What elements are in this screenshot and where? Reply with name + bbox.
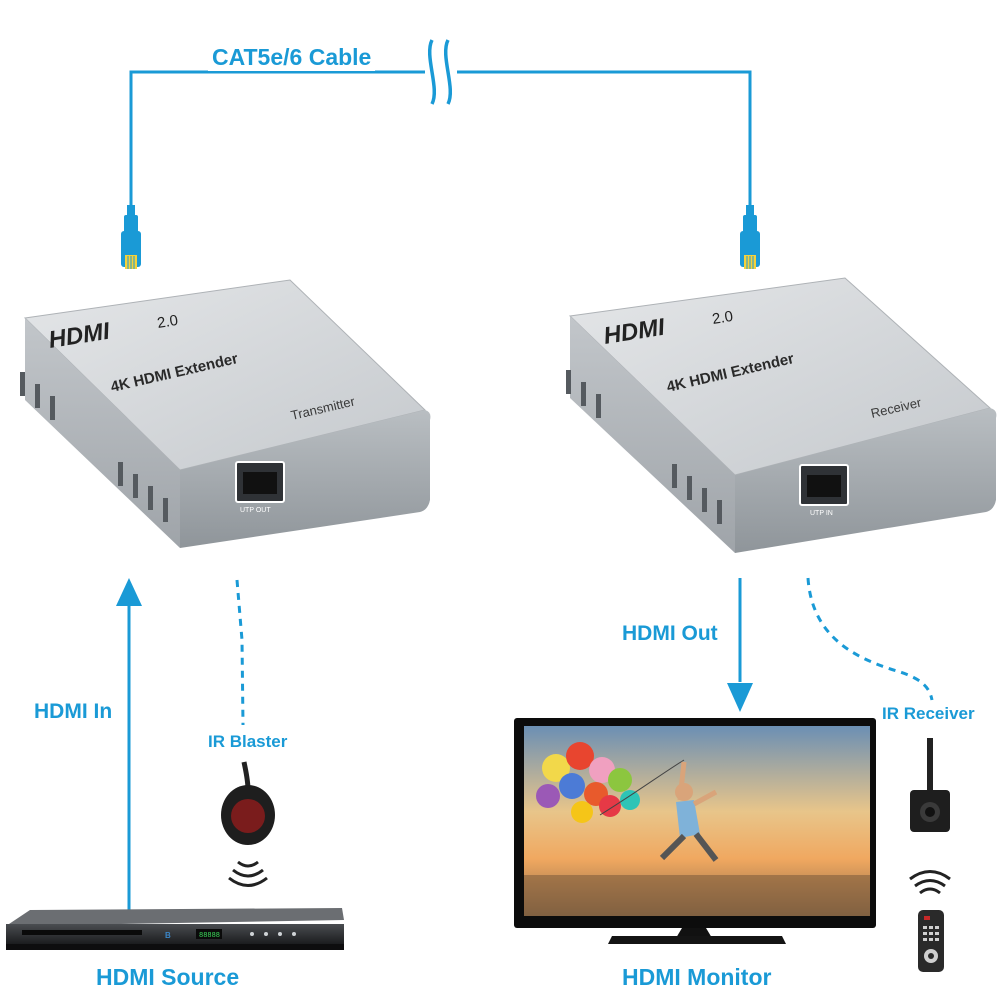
hdmi-in-label: HDMI In [34, 700, 113, 723]
receiver-version: 2.0 [711, 308, 734, 328]
balloons-image [536, 742, 640, 823]
receiver-device [566, 277, 997, 553]
tv-monitor-icon [514, 718, 876, 944]
hdmi-in-arrow [116, 578, 142, 910]
hdmi-out-label: HDMI Out [622, 622, 718, 645]
svg-text:B: B [165, 931, 171, 940]
remote-control-icon [918, 910, 944, 972]
child-figure [659, 761, 719, 862]
cat-cable [129, 39, 752, 215]
transmitter-version: 2.0 [156, 312, 179, 332]
ir-receiver-device [910, 738, 950, 832]
hdmi-monitor-label: HDMI Monitor [622, 964, 772, 990]
transmitter-port-label: UTP OUT [240, 507, 271, 514]
ir-blaster-device [221, 761, 275, 845]
hdmi-source-label: HDMI Source [96, 964, 240, 990]
ir-signal-icon [909, 870, 951, 895]
receiver-port-label: UTP IN [810, 510, 833, 517]
ir-blaster-label: IR Blaster [208, 732, 288, 751]
player-display: 88888 [199, 932, 220, 940]
ir-signal-icon [228, 860, 268, 887]
ir-receiver-dashed-line [806, 577, 934, 701]
hdmi-out-arrow [727, 578, 753, 712]
ir-receiver-label: IR Receiver [882, 704, 975, 723]
blu-ray-player-icon: B [6, 908, 344, 950]
ir-blaster-dashed-line [235, 579, 245, 726]
rj45-connector-icon [121, 205, 141, 269]
transmitter-device [20, 279, 431, 548]
rj45-connector-icon [740, 205, 760, 269]
cable-label: CAT5e/6 Cable [208, 44, 376, 71]
